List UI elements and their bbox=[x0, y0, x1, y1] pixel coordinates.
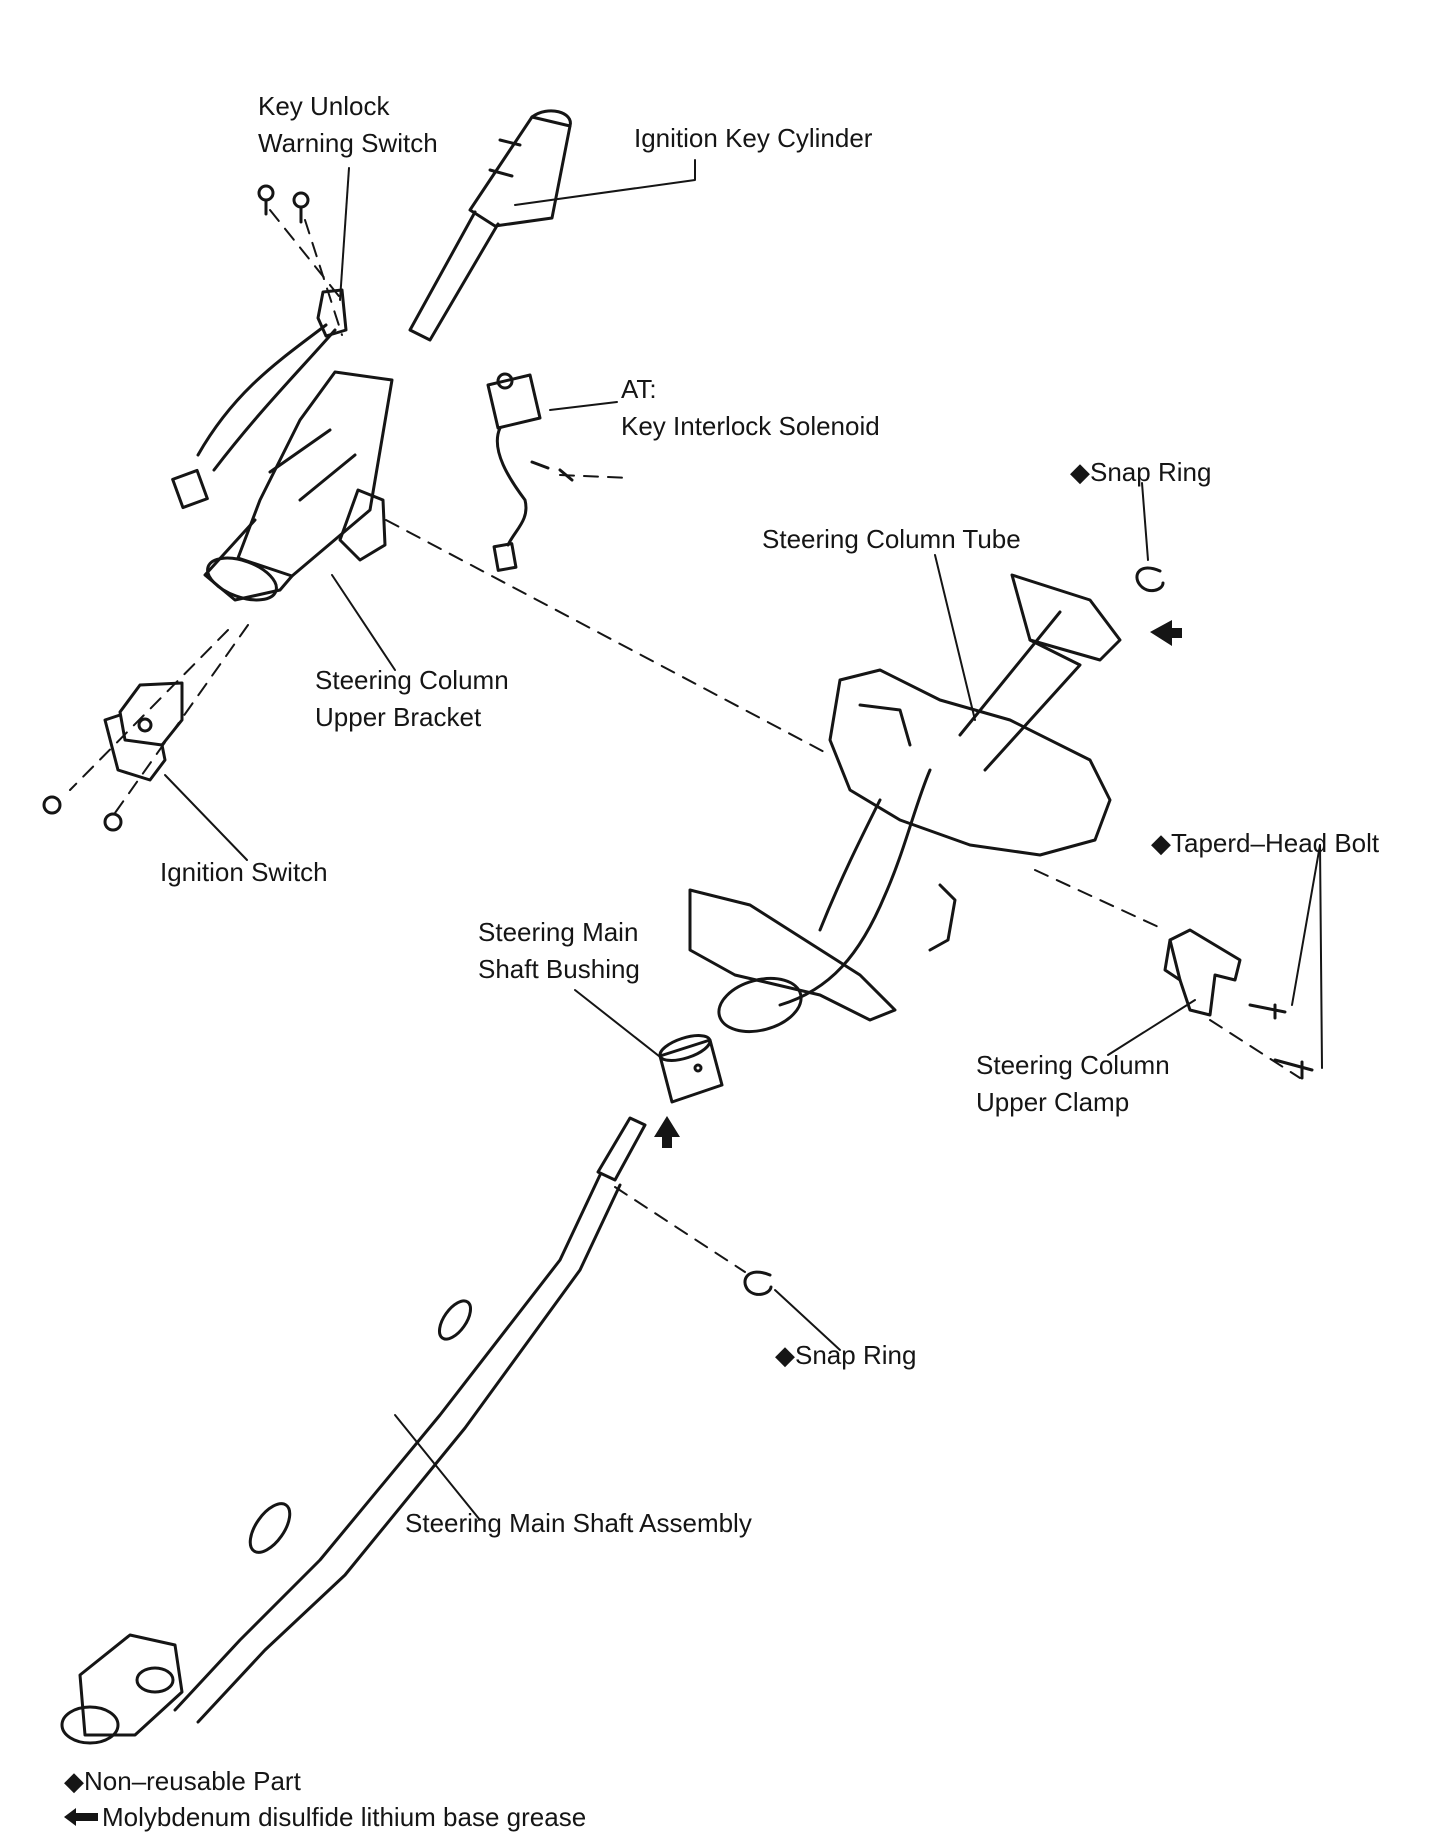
upper-clamp-line1: Steering Column bbox=[976, 1050, 1170, 1080]
key-interlock-solenoid-line2: Key Interlock Solenoid bbox=[621, 411, 880, 441]
steering-main-shaft-assembly-label: Steering Main Shaft Assembly bbox=[405, 1508, 752, 1538]
key-unlock-warning-switch-part bbox=[171, 184, 348, 510]
upper-grease-arrow-part bbox=[1150, 620, 1182, 646]
grease-arrow-icon bbox=[64, 1808, 98, 1826]
ignition-key-cylinder-part bbox=[408, 109, 572, 342]
key-unlock-warning-switch-line1: Key Unlock bbox=[258, 91, 390, 121]
leader-lines bbox=[164, 159, 1323, 1521]
legend-non-reusable-row: ◆Non–reusable Part bbox=[64, 1763, 586, 1799]
key-interlock-solenoid-label: AT: Key Interlock Solenoid bbox=[621, 371, 880, 445]
snap-ring-lower-label: ◆Snap Ring bbox=[775, 1340, 917, 1370]
ignition-switch-part bbox=[42, 681, 184, 832]
snap-ring-upper-label: ◆Snap Ring bbox=[1070, 457, 1212, 487]
tapered-head-bolt-label: ◆Taperd–Head Bolt bbox=[1151, 828, 1380, 858]
steering-column-upper-bracket-label: Steering Column Upper Bracket bbox=[315, 662, 509, 736]
upper-snap-ring-part bbox=[1135, 566, 1165, 593]
legend-non-reusable-text: ◆Non–reusable Part bbox=[64, 1766, 301, 1796]
upper-clamp-line2: Upper Clamp bbox=[976, 1087, 1130, 1117]
lower-snap-ring-part bbox=[743, 1270, 773, 1296]
bushing-line2: Shaft Bushing bbox=[478, 954, 640, 984]
upper-bracket-line1: Steering Column bbox=[315, 665, 509, 695]
ignition-switch-label: Ignition Switch bbox=[160, 857, 328, 887]
key-interlock-solenoid-line1: AT: bbox=[621, 374, 657, 404]
steering-column-upper-clamp-label: Steering Column Upper Clamp bbox=[976, 1047, 1170, 1121]
legend-grease-row: Molybdenum disulfide lithium base grease bbox=[64, 1799, 586, 1835]
legend: ◆Non–reusable Part Molybdenum disulfide … bbox=[64, 1763, 586, 1835]
shaft-bushing-part bbox=[658, 1034, 724, 1104]
ignition-key-cylinder-label: Ignition Key Cylinder bbox=[634, 123, 873, 153]
assembly-guide-lines bbox=[69, 209, 1301, 1273]
steering-main-shaft-bushing-label: Steering Main Shaft Bushing bbox=[478, 914, 640, 988]
upper-bracket-line2: Upper Bracket bbox=[315, 702, 482, 732]
key-interlock-solenoid-part bbox=[486, 372, 574, 572]
steering-column-tube-label: Steering Column Tube bbox=[762, 524, 1021, 554]
upper-clamp-part bbox=[1163, 928, 1314, 1080]
bushing-grease-arrow-part bbox=[654, 1116, 680, 1148]
key-unlock-warning-switch-label: Key Unlock Warning Switch bbox=[258, 88, 438, 162]
bushing-line1: Steering Main bbox=[478, 917, 639, 947]
key-unlock-warning-switch-line2: Warning Switch bbox=[258, 128, 438, 158]
steering-column-tube-part bbox=[688, 573, 1122, 1033]
upper-bracket-part bbox=[203, 370, 394, 602]
legend-grease-text: Molybdenum disulfide lithium base grease bbox=[102, 1802, 587, 1832]
main-shaft-assembly-part bbox=[60, 1116, 647, 1745]
